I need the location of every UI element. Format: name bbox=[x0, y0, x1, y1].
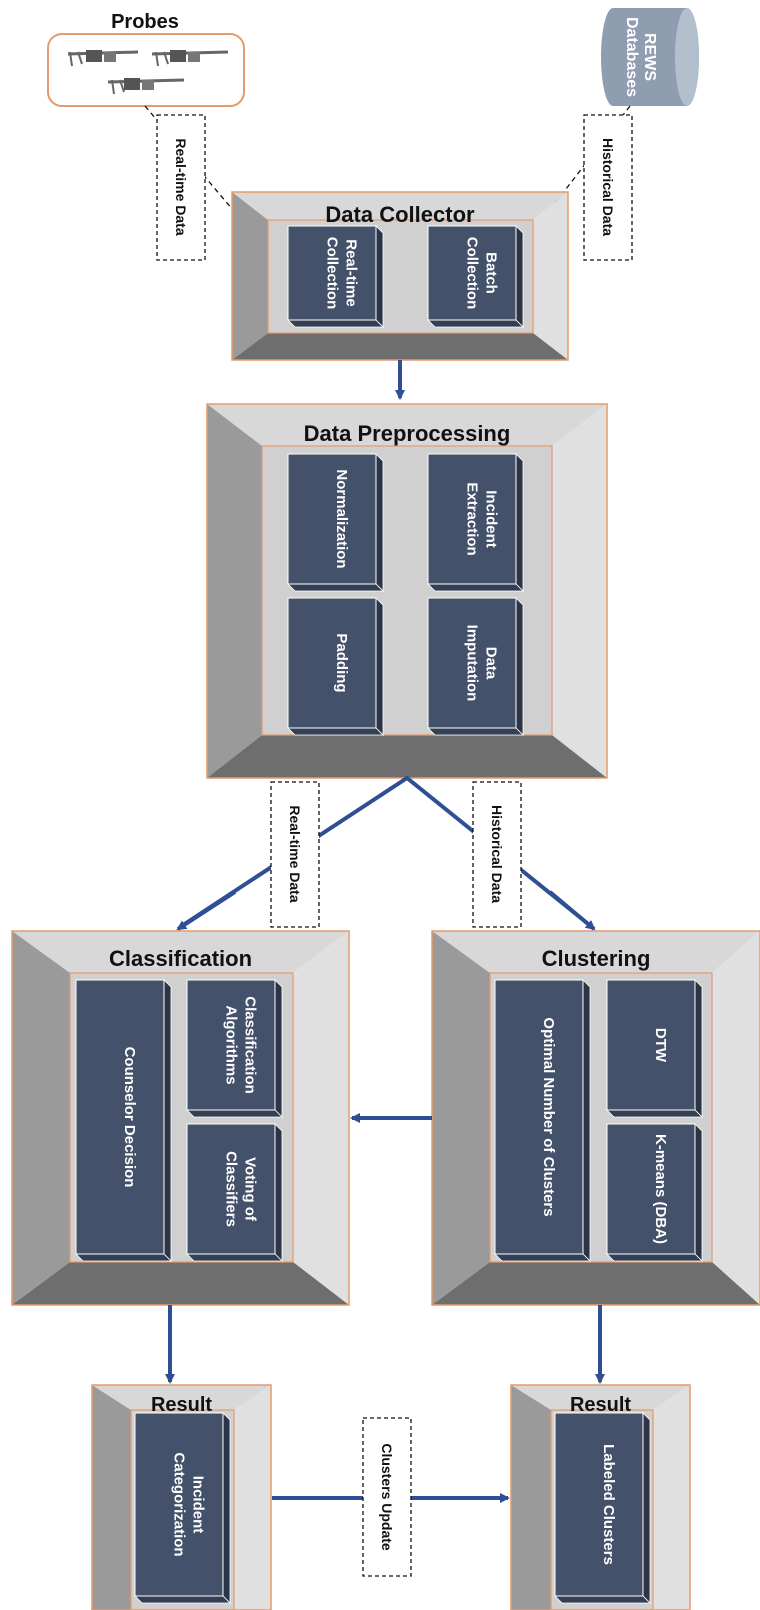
historical-data-tag: Historical Data bbox=[583, 114, 633, 261]
bevel-right bbox=[712, 931, 760, 1305]
card-label: Data bbox=[483, 647, 500, 680]
probes-group bbox=[47, 33, 245, 107]
outer-frame bbox=[510, 1384, 691, 1610]
bevel-top bbox=[232, 192, 568, 220]
bevel-right bbox=[653, 1385, 690, 1610]
card-label: Imputation bbox=[464, 625, 481, 702]
outer-frame bbox=[11, 930, 350, 1306]
bevel-left bbox=[207, 404, 262, 778]
bevel-left bbox=[92, 1385, 131, 1610]
bevel-right bbox=[552, 404, 607, 778]
bevel-top bbox=[207, 404, 607, 446]
card-label: Classification bbox=[242, 996, 259, 1094]
bevel-left bbox=[12, 931, 70, 1305]
historical-connector bbox=[503, 105, 631, 270]
historical-data-mid-tag: Historical Data bbox=[472, 781, 522, 928]
bevel-bottom bbox=[207, 735, 607, 778]
process-card: DTW bbox=[606, 979, 703, 1118]
probe-icon bbox=[107, 78, 185, 95]
process-card: Labeled Clusters bbox=[554, 1412, 651, 1604]
card-label: Optimal Number of Clusters bbox=[540, 1017, 557, 1216]
card-label: K-means (DBA) bbox=[652, 1134, 669, 1244]
card-label: Batch bbox=[483, 252, 500, 294]
realtime-data-mid-label: Real-time Data bbox=[287, 805, 303, 902]
module-title: Classification bbox=[109, 946, 252, 971]
card-label: Collection bbox=[324, 237, 341, 310]
card-label: DTW bbox=[652, 1028, 669, 1063]
bevel-top bbox=[12, 931, 349, 973]
card-label: Counselor Decision bbox=[121, 1047, 138, 1188]
probe-icon bbox=[67, 50, 139, 67]
historical-data-mid-label: Historical Data bbox=[489, 805, 505, 903]
module-title: Data Preprocessing bbox=[304, 421, 511, 446]
bevel-bottom bbox=[432, 1262, 760, 1305]
bevel-top bbox=[432, 931, 760, 973]
probes-frame bbox=[47, 33, 245, 107]
database-label-line1: REWS bbox=[641, 33, 658, 81]
arrow-to-clustering bbox=[548, 890, 596, 931]
bevel-left bbox=[432, 931, 490, 1305]
clusters-update-label: Clusters Update bbox=[379, 1443, 395, 1551]
bevel-top bbox=[92, 1385, 271, 1410]
probes-title: Probes bbox=[111, 11, 179, 33]
bevel-right bbox=[234, 1385, 271, 1610]
card-label: Incident bbox=[483, 490, 500, 548]
process-card: K-means (DBA) bbox=[606, 1123, 703, 1262]
process-card: Padding bbox=[287, 597, 384, 736]
database-label-line2: Databases bbox=[623, 17, 640, 97]
process-card: Normalization bbox=[287, 453, 384, 592]
card-label: Voting of bbox=[242, 1157, 259, 1222]
module-title: Data Collector bbox=[325, 202, 475, 227]
outer-frame bbox=[91, 1384, 272, 1610]
branch-lines bbox=[178, 775, 594, 929]
bevel-bottom bbox=[12, 1262, 349, 1305]
arrow-to-classification bbox=[176, 890, 237, 931]
card-label: Extraction bbox=[464, 482, 481, 555]
process-card: Optimal Number of Clusters bbox=[494, 979, 591, 1262]
module-title: Clustering bbox=[542, 946, 651, 971]
historical-data-label: Historical Data bbox=[600, 138, 616, 236]
bevel-left bbox=[511, 1385, 551, 1610]
card-label: Labeled Clusters bbox=[600, 1444, 617, 1565]
card-label: Categorization bbox=[171, 1452, 188, 1556]
process-card: Counselor Decision bbox=[75, 979, 172, 1262]
bevel-top bbox=[511, 1385, 690, 1410]
database-icon: REWS Databases bbox=[601, 8, 699, 106]
card-label: Algorithms bbox=[223, 1005, 240, 1084]
realtime-data-label: Real-time Data bbox=[173, 138, 189, 235]
card-label: Incident bbox=[190, 1476, 207, 1534]
bevel-right bbox=[533, 192, 568, 360]
card-label: Real-time bbox=[343, 239, 360, 307]
bevel-left bbox=[232, 192, 268, 360]
probe-icon bbox=[151, 50, 229, 67]
realtime-data-tag: Real-time Data bbox=[156, 114, 206, 261]
module-title: Result bbox=[151, 1394, 212, 1416]
card-label: Normalization bbox=[333, 469, 350, 568]
realtime-data-mid-tag: Real-time Data bbox=[270, 781, 320, 928]
bevel-right bbox=[293, 931, 349, 1305]
card-label: Collection bbox=[464, 237, 481, 310]
module-title: Result bbox=[570, 1394, 631, 1416]
clusters-update-tag: Clusters Update bbox=[362, 1417, 412, 1577]
card-label: Padding bbox=[333, 633, 350, 692]
bevel-bottom bbox=[232, 333, 568, 360]
card-label: Classifiers bbox=[223, 1151, 240, 1227]
